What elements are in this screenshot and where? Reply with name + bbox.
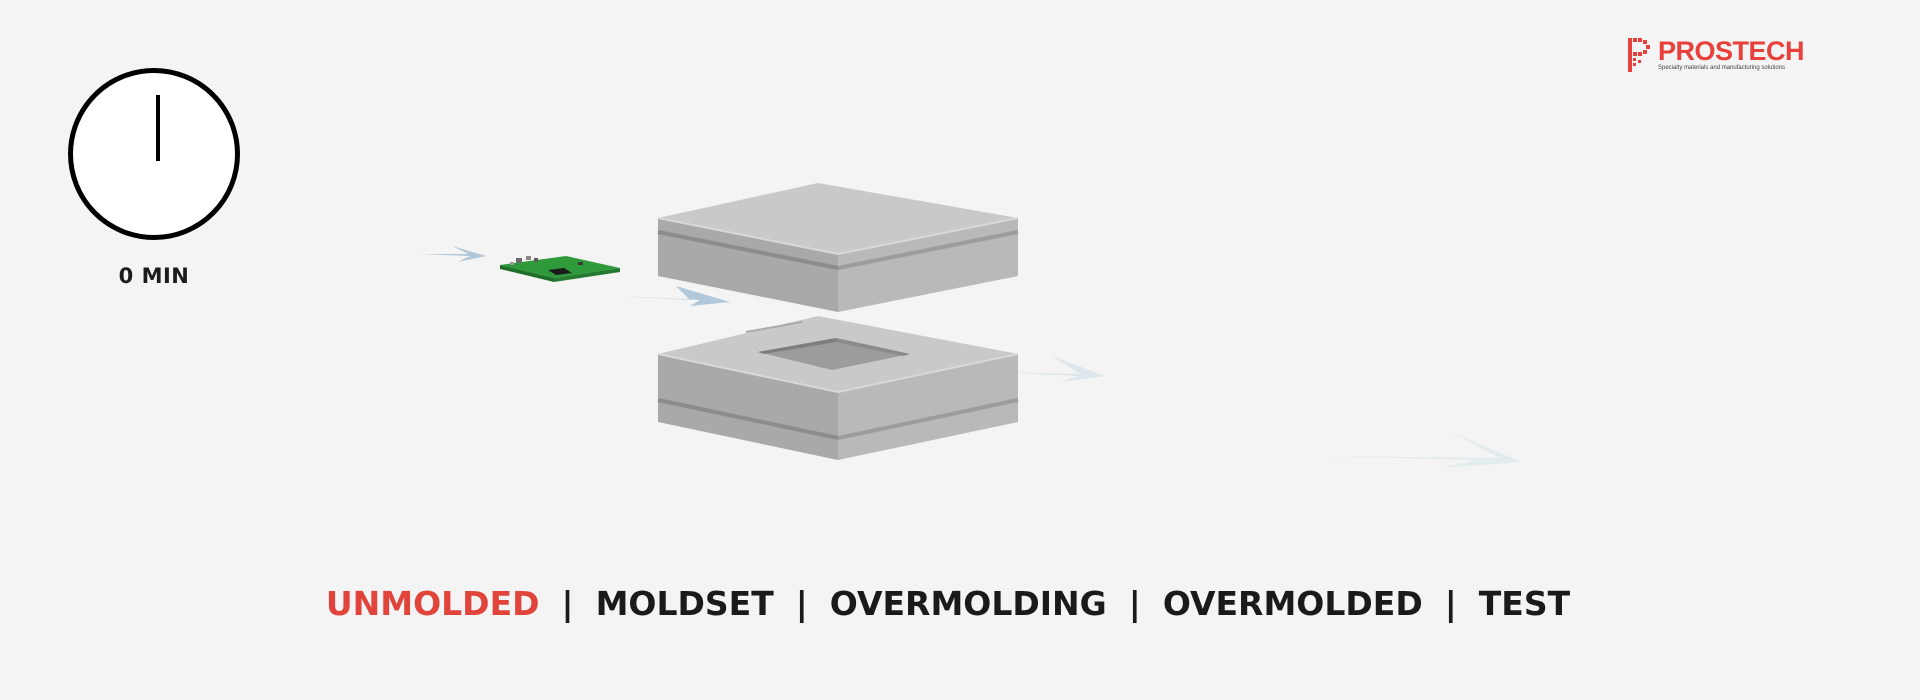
- step-separator: |: [1128, 584, 1141, 623]
- prostech-logo: PROSTECH Specialty materials and manufac…: [1628, 36, 1808, 76]
- step-moldset: MOLDSET: [595, 584, 774, 623]
- timer-clock-icon: [68, 68, 240, 240]
- pcb-board-icon: [500, 256, 620, 282]
- mold-top-half: [657, 183, 1019, 312]
- flow-arrow-mid-icon: [620, 286, 730, 306]
- timer-label: 0 MIN: [118, 264, 190, 288]
- mold-bottom-half: [657, 316, 1019, 460]
- step-separator: |: [561, 584, 574, 623]
- prostech-logo-mark-icon: [1628, 38, 1650, 72]
- flow-arrows: [420, 246, 1522, 468]
- flow-arrow-right-faint-icon: [1000, 356, 1105, 382]
- step-separator: |: [795, 584, 808, 623]
- flow-arrow-far-right-faint-icon: [1318, 432, 1522, 468]
- timer-hand: [156, 95, 160, 161]
- step-unmolded: UNMOLDED: [325, 584, 540, 623]
- step-overmolded: OVERMOLDED: [1162, 584, 1423, 623]
- logo-tagline: Specialty materials and manufacturing so…: [1658, 65, 1786, 71]
- logo-wordmark: PROSTECH: [1658, 36, 1805, 66]
- process-steps: UNMOLDED | MOLDSET | OVERMOLDING | OVERMOLDED |…: [0, 584, 1920, 623]
- flow-arrow-left-icon: [420, 246, 486, 262]
- step-test: TEST: [1478, 584, 1571, 623]
- step-overmolding: OVERMOLDING: [829, 584, 1107, 623]
- step-separator: |: [1444, 584, 1457, 623]
